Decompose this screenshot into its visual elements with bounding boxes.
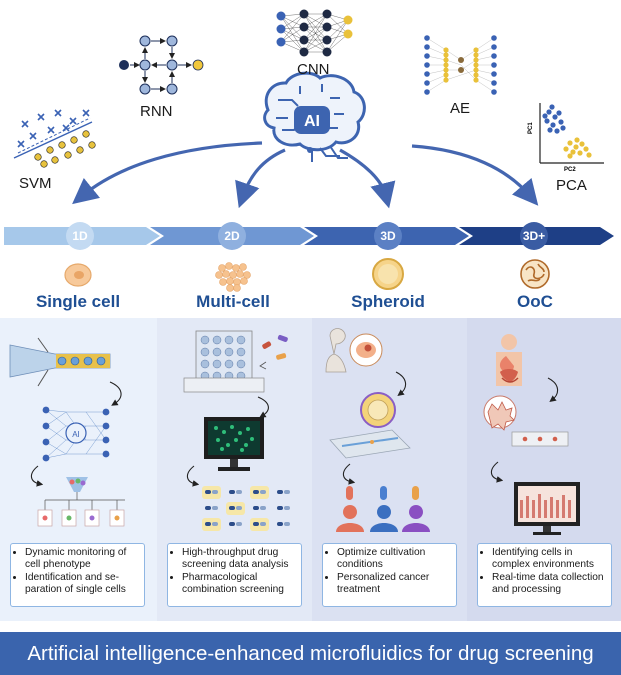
rnn-label: RNN bbox=[140, 103, 173, 120]
footer-banner: Artificial intelligence-enhanced microfl… bbox=[0, 632, 621, 675]
cnn-icon bbox=[276, 9, 353, 57]
pca-plot-icon: PC1 PC2 bbox=[528, 103, 604, 173]
bullets-multi-cell: High-throughput drug screening data anal… bbox=[167, 543, 302, 607]
flow-arrow bbox=[30, 465, 44, 487]
bullet-item: High-throughput drug screening data anal… bbox=[182, 547, 297, 572]
stage-dim-3d: 3D bbox=[380, 229, 396, 243]
flow-arrow bbox=[547, 377, 559, 402]
flow-arrow bbox=[257, 396, 269, 418]
svm-label: SVM bbox=[19, 175, 52, 192]
ae-icon bbox=[424, 35, 497, 95]
stage-dim-2d: 2D bbox=[224, 229, 240, 243]
well-plate-icon bbox=[183, 330, 288, 393]
bullet-item: Personalized cancer treatment bbox=[337, 572, 452, 597]
flow-arrow bbox=[342, 463, 356, 485]
nn-ai-label: AI bbox=[72, 430, 80, 439]
bullets-single-cell: Dynamic monitoring of cell phenotype Ide… bbox=[10, 543, 145, 607]
single-cell-icon bbox=[64, 263, 92, 287]
bullet-item: Dynamic monitoring of cell phenotype bbox=[25, 547, 140, 572]
flow-arrow bbox=[109, 381, 122, 406]
stage-dim-1d: 1D bbox=[72, 229, 88, 243]
spheroid-chip-icon bbox=[329, 392, 411, 459]
ai-arrows bbox=[72, 141, 539, 209]
ai-label: AI bbox=[304, 113, 320, 130]
microfluidic-channel-icon bbox=[9, 337, 111, 387]
pca-axis-x-label: PC2 bbox=[564, 167, 576, 173]
stage-dim-3dplus: 3D+ bbox=[522, 229, 546, 243]
flow-arrow bbox=[490, 461, 504, 483]
multi-cell-icon bbox=[215, 262, 251, 292]
patient-tumor-icon bbox=[325, 328, 383, 373]
human-organs-icon bbox=[496, 334, 522, 386]
ae-label: AE bbox=[450, 100, 471, 117]
stage-title-multi-cell: Multi-cell bbox=[196, 292, 270, 311]
stage-title-spheroid: Spheroid bbox=[351, 292, 425, 311]
neural-network-icon: AI bbox=[42, 406, 110, 462]
svm-icon bbox=[13, 109, 96, 168]
cell-sorting-icon bbox=[37, 477, 125, 527]
stage-title-single-cell: Single cell bbox=[35, 292, 121, 311]
flow-arrow bbox=[395, 371, 407, 396]
bullets-ooc: Identifying cells in complex environment… bbox=[477, 543, 612, 607]
spheroid-icon bbox=[372, 258, 404, 290]
ai-brain-icon: AI bbox=[263, 71, 366, 162]
bullet-item: Identification and se-paration of single… bbox=[25, 572, 140, 597]
bullet-item: Real-time data collection and processing bbox=[492, 572, 607, 597]
flow-arrow bbox=[186, 465, 200, 487]
organ-chip-icon bbox=[483, 395, 569, 447]
cnn-label: CNN bbox=[297, 61, 330, 78]
bullet-item: Identifying cells in complex environment… bbox=[492, 547, 607, 572]
realtime-monitor-icon bbox=[514, 482, 580, 535]
ooc-icon bbox=[520, 259, 550, 289]
personalized-treatment-icon bbox=[336, 486, 430, 532]
pca-axis-y-label: PC1 bbox=[528, 122, 534, 134]
bullet-item: Pharmacological combination screening bbox=[182, 572, 297, 597]
pca-label: PCA bbox=[556, 177, 587, 194]
drug-combinations-icon bbox=[202, 486, 290, 531]
computer-monitor-icon bbox=[204, 417, 264, 471]
bullets-spheroid: Optimize cultivation conditions Personal… bbox=[322, 543, 457, 607]
rnn-icon bbox=[119, 35, 204, 95]
bullet-item: Optimize cultivation conditions bbox=[337, 547, 452, 572]
stage-dim-circles bbox=[66, 222, 548, 250]
stage-title-ooc: OoC bbox=[517, 292, 553, 311]
